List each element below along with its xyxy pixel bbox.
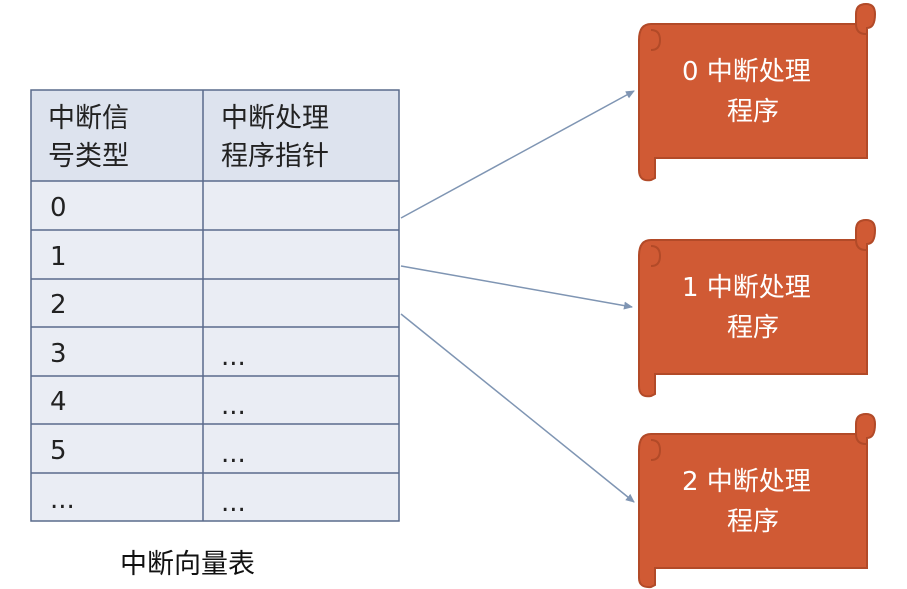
arrow-to-handler-0 (400, 90, 635, 219)
handler-1-line2: 程序 (727, 313, 779, 343)
row-4-pointer: ... (221, 391, 246, 421)
handler-1-line1: 1 中断处理 (682, 273, 811, 303)
scroll-shape (638, 218, 877, 398)
table-row: 1 (50, 242, 67, 272)
pointer-arrows (400, 90, 635, 503)
table-row: 5 ... (50, 436, 246, 469)
handler-0-line1: 0 中断处理 (682, 57, 811, 87)
table-row: ... ... (50, 485, 246, 518)
row-6-type: ... (50, 485, 75, 515)
table-row: 3 ... (50, 339, 246, 372)
row-5-pointer: ... (221, 439, 246, 469)
arrow-to-handler-2 (400, 313, 635, 503)
arrow-to-handler-1 (400, 265, 633, 310)
row-1-type: 1 (50, 242, 67, 272)
row-3-type: 3 (50, 339, 67, 369)
handler-scroll-0: 0 中断处理 程序 (638, 2, 877, 182)
scroll-shape (638, 412, 877, 589)
row-2-type: 2 (50, 290, 67, 320)
row-4-type: 4 (50, 387, 67, 417)
header-col2-line2: 程序指针 (221, 141, 329, 172)
row-3-pointer: ... (221, 342, 246, 372)
interrupt-vector-table: 中断信 号类型 中断处理 程序指针 0 1 2 3 ... 4 ... 5 ..… (30, 89, 400, 580)
handler-scroll-2: 2 中断处理 程序 (638, 412, 877, 589)
table-row: 2 (50, 290, 67, 320)
header-col1-line1: 中断信 (48, 103, 129, 134)
table-header-bg (31, 90, 399, 181)
table-row: 4 ... (50, 387, 246, 421)
table-row: 0 (50, 193, 67, 223)
row-0-type: 0 (50, 193, 67, 223)
table-grid (30, 89, 400, 522)
scroll-shape (638, 2, 877, 182)
table-header-row: 中断信 号类型 中断处理 程序指针 (48, 103, 329, 172)
handler-scroll-1: 1 中断处理 程序 (638, 218, 877, 398)
row-5-type: 5 (50, 436, 67, 466)
header-col2-line1: 中断处理 (221, 103, 329, 134)
table-caption: 中断向量表 (120, 549, 255, 580)
handler-0-line2: 程序 (727, 97, 779, 127)
table-body-bg (31, 181, 399, 521)
handler-2-line2: 程序 (727, 507, 779, 537)
header-col1-line2: 号类型 (48, 141, 129, 172)
handler-2-line1: 2 中断处理 (682, 467, 811, 497)
row-6-pointer: ... (221, 488, 246, 518)
